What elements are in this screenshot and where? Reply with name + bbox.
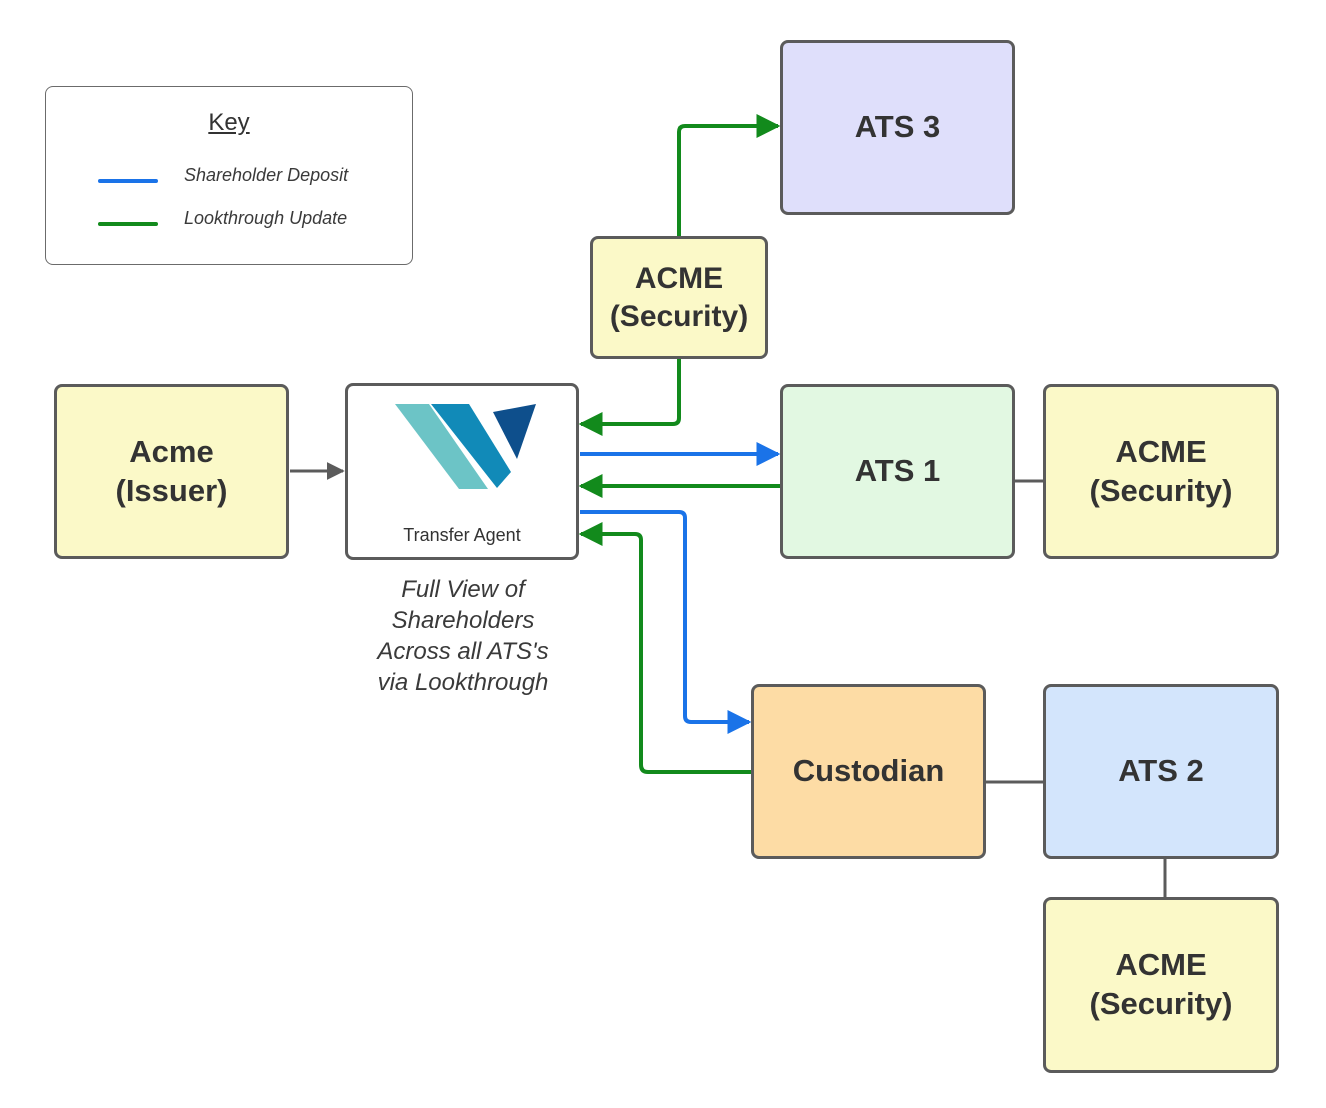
node-ats1-label: ATS 1 [854, 453, 941, 489]
legend-lookthrough-label: Lookthrough Update [184, 208, 348, 228]
node-issuer-label: Acme (Issuer) [115, 433, 228, 508]
node-issuer: Acme (Issuer) [54, 384, 289, 559]
node-transfer-agent: Transfer Agent [345, 383, 579, 560]
deposit-transfer-agent-to-custodian [580, 510, 752, 734]
legend-deposit-swatch [98, 179, 158, 183]
lookthrough-security-to-ats3 [677, 114, 781, 236]
legend: Key Shareholder Deposit Lookthrough Upda… [45, 86, 413, 265]
node-security-top-label: ACME (Security) [609, 262, 749, 333]
node-custodian: Custodian [751, 684, 986, 859]
node-ats2: ATS 2 [1043, 684, 1279, 859]
legend-deposit-label: Shareholder Deposit [184, 165, 349, 185]
lookthrough-custodian-to-transfer-agent [578, 522, 751, 774]
legend-lookthrough-swatch [98, 222, 158, 226]
node-ats1: ATS 1 [780, 384, 1015, 559]
transfer-agent-logo-icon [395, 404, 536, 489]
node-security-ats2: ACME (Security) [1043, 897, 1279, 1073]
legend-title: Key [208, 109, 250, 136]
node-custodian-label: Custodian [792, 753, 945, 789]
node-security-ats1: ACME (Security) [1043, 384, 1279, 559]
node-ats3-label: ATS 3 [854, 109, 941, 145]
node-security-top: ACME (Security) [590, 236, 768, 359]
transfer-agent-caption: Full View of Shareholders Across all ATS… [377, 576, 549, 696]
node-ats3: ATS 3 [780, 40, 1015, 215]
node-security-ats1-label: ACME (Security) [1089, 433, 1233, 508]
node-ats2-label: ATS 2 [1118, 753, 1204, 789]
lookthrough-security-to-transfer-agent [578, 359, 681, 436]
transfer-agent-label: Transfer Agent [403, 525, 521, 545]
node-security-ats2-label: ACME (Security) [1089, 947, 1233, 1021]
